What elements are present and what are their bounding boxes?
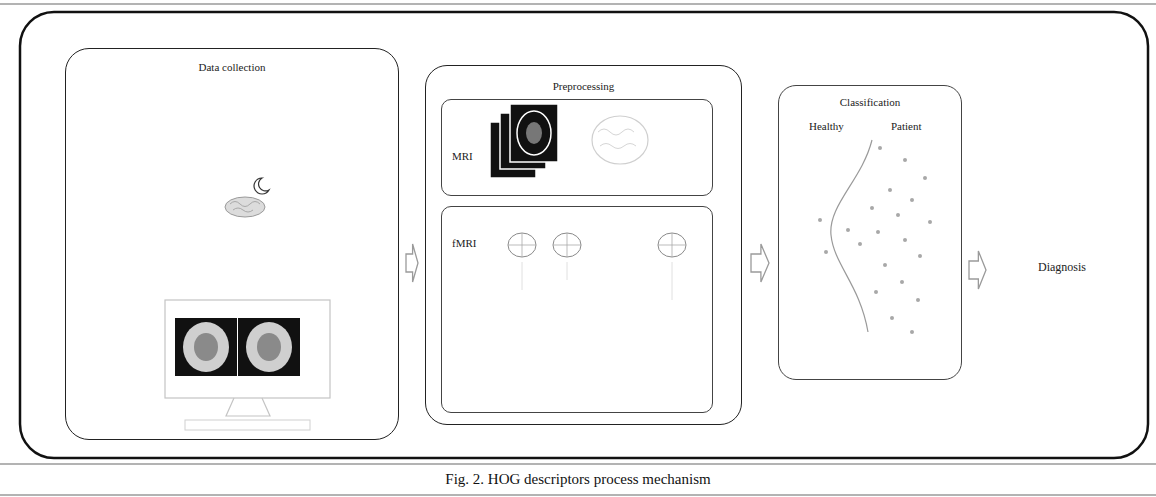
inner-box: MRI [441, 99, 713, 196]
fmri-brain [508, 233, 686, 300]
moon-icon [254, 178, 269, 194]
output-text: Diagnosis [1038, 260, 1086, 274]
block-arrow [969, 251, 986, 289]
rule-line [0, 3, 1156, 5]
rule-line [0, 463, 1156, 465]
panel-title: Data collection [66, 61, 398, 74]
panel-title: Preprocessing [426, 80, 741, 93]
panel-title: Classification [779, 96, 961, 109]
rule-line [0, 494, 1156, 496]
brain-sketch [592, 116, 648, 164]
box-label: fMRI [452, 237, 476, 250]
block-arrow [751, 244, 769, 282]
computer-monitor [165, 300, 330, 430]
panel-box: PreprocessingMRI fMRI [425, 65, 742, 425]
output-label: Diagnosis [1034, 258, 1094, 279]
panel-box: Data collection [65, 48, 399, 440]
class-label: Patient [891, 120, 922, 133]
class-label: Healthy [809, 120, 844, 133]
brain-sketch [225, 197, 265, 217]
panel-box: ClassificationHealthy Patient [778, 85, 962, 380]
mri-slices [490, 104, 558, 178]
figure-caption: Fig. 2. HOG descriptors process mechanis… [0, 470, 1156, 488]
inner-box: fMRI [441, 206, 713, 413]
block-arrow [406, 244, 418, 282]
mri-scan [175, 318, 300, 376]
scatter-plot [818, 140, 932, 334]
outer-frame [20, 12, 1148, 458]
box-label: MRI [452, 150, 473, 163]
